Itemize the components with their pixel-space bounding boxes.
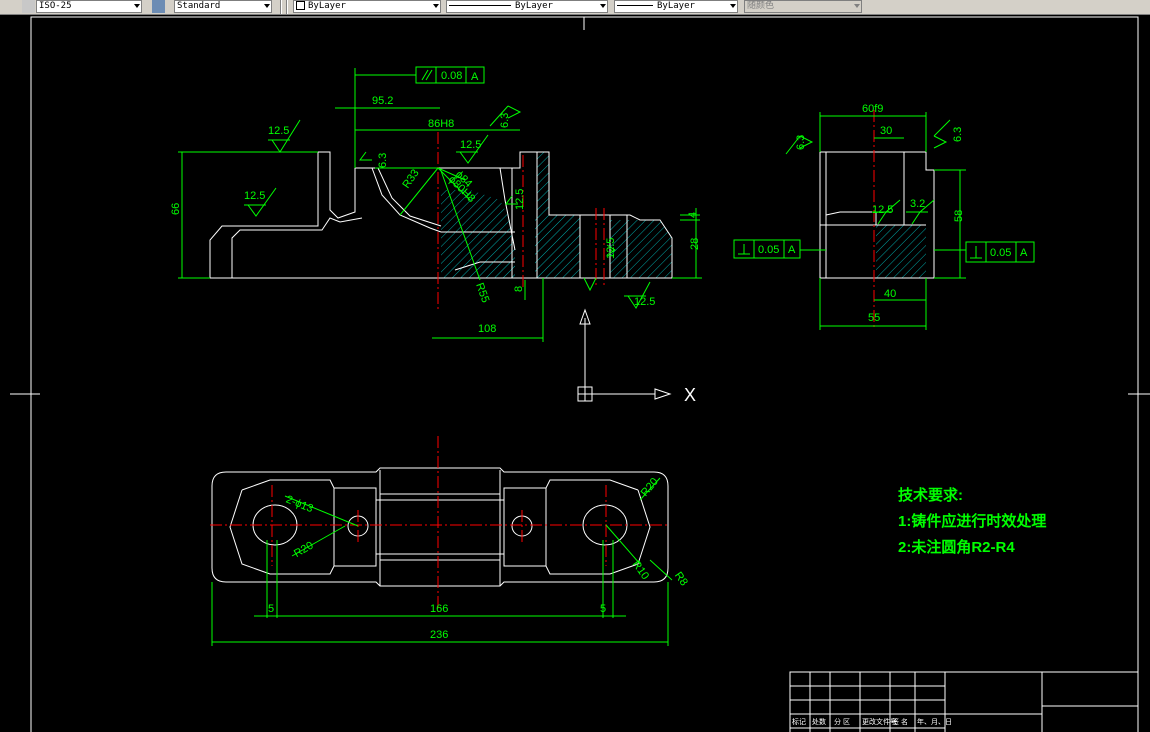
notes-title: 技术要求: <box>898 486 963 504</box>
dim-30-label: 30 <box>880 125 892 137</box>
r8-label: R8 <box>672 570 690 588</box>
title-block: 标记 处数 分 区 更改文件号 签 名 年、月、日 <box>789 671 1139 732</box>
roughness-label: 3.2 <box>910 198 925 210</box>
parallel-tolerance-value: 0.08 <box>441 70 462 82</box>
front-dimension-lines <box>178 68 702 342</box>
chevron-down-icon <box>264 4 270 8</box>
front-centerlines <box>437 132 605 310</box>
roughness-label: 12.5 <box>872 204 893 216</box>
drawing-canvas[interactable]: 0.08 A 95.2 86H8 12.5 12.5 12.5 66 28 4 … <box>0 14 1150 732</box>
title-block-header: 年、月、日 <box>917 717 952 726</box>
roughness-label: 12.5 <box>514 189 526 210</box>
r33-label: R33 <box>400 167 421 190</box>
plotstyle-select: 随颜色 <box>744 0 862 13</box>
side-section-hatch <box>876 225 926 278</box>
color-swatch-icon <box>296 1 305 10</box>
dim-86h8-label: 86H8 <box>428 118 454 130</box>
front-section-hatch <box>441 152 672 278</box>
roughness-label: 6.3 <box>499 113 511 128</box>
holes-label: 2-ϕ13 <box>284 494 315 516</box>
title-block-header: 签 名 <box>892 717 908 726</box>
chevron-down-icon <box>134 4 140 8</box>
drawing-frame <box>10 16 1150 732</box>
roughness-label: 12.5 <box>605 238 617 259</box>
dim-95-label: 95.2 <box>372 95 393 107</box>
r55-label: R55 <box>473 281 491 304</box>
linetype-preview-icon <box>449 5 511 6</box>
perpendicular-tolerance-frame-right <box>965 241 1035 263</box>
chevron-down-icon <box>854 4 860 8</box>
color-value: ByLayer <box>308 1 346 11</box>
roughness-label: 12.5 <box>244 190 265 202</box>
roughness-label: 12.5 <box>460 139 481 151</box>
color-select[interactable]: ByLayer <box>293 0 441 13</box>
dim-4-label: 4 <box>687 212 699 218</box>
dim-40-label: 40 <box>884 288 896 300</box>
title-block-header: 更改文件号 <box>862 717 897 726</box>
dim-28-label: 28 <box>689 238 701 250</box>
title-block-header: 分 区 <box>834 717 850 726</box>
dimstyle-icon[interactable] <box>22 0 35 13</box>
parallel-tolerance-frame <box>415 66 485 84</box>
r20-label: R20 <box>639 476 661 499</box>
roughness-label: 6.3 <box>952 127 964 142</box>
dim-108-label: 108 <box>478 323 496 335</box>
chevron-down-icon <box>433 4 439 8</box>
title-block-header: 处数 <box>812 717 826 726</box>
side-dimension-lines <box>785 112 966 330</box>
dim-66-label: 66 <box>170 203 182 215</box>
textstyle-icon[interactable] <box>152 0 165 13</box>
perp-tolerance-value: 0.05 <box>990 247 1011 259</box>
plotstyle-value: 随颜色 <box>747 1 775 11</box>
dim-8-label: 8 <box>513 286 525 292</box>
technical-notes: 技术要求: 1:铸件应进行时效处理 2:未注圆角R2-R4 <box>898 486 1046 556</box>
dim-60f9-label: 60f9 <box>862 103 883 115</box>
perpendicular-tolerance-frame-left <box>733 239 801 259</box>
lineweight-preview-icon <box>617 5 653 6</box>
dim-236-label: 236 <box>430 629 448 641</box>
side-view: 60f9 30 58 40 55 3.2 12.5 6.3 6.3 0.05 A… <box>733 103 1035 330</box>
properties-toolbar: ISO-25 Standard ByLayer ByLayer ByLayer … <box>0 0 1150 15</box>
ucs-icon: X <box>577 308 696 405</box>
dimstyle-select[interactable]: ISO-25 <box>36 0 142 13</box>
top-view: 2-ϕ13 R20 R20 R10 R8 5 5 166 236 <box>210 436 690 646</box>
notes-line-2: 2:未注圆角R2-R4 <box>898 538 1015 556</box>
chevron-down-icon <box>600 4 606 8</box>
perp-datum-label: A <box>1020 247 1028 259</box>
notes-line-1: 1:铸件应进行时效处理 <box>898 512 1046 530</box>
top-dimension-lines <box>211 477 673 646</box>
ucs-x-label: X <box>684 385 696 405</box>
roughness-label: 6.3 <box>795 135 807 150</box>
dimstyle-value: ISO-25 <box>39 1 72 11</box>
title-block-header: 标记 <box>792 717 806 726</box>
r10-label: R10 <box>630 559 651 582</box>
r20-label: R20 <box>292 540 315 560</box>
toolbar-separator <box>280 0 282 14</box>
chevron-down-icon <box>730 4 736 8</box>
roughness-label: 6.3 <box>377 153 389 168</box>
textstyle-value: Standard <box>177 1 221 11</box>
top-outline <box>211 467 669 587</box>
linetype-value: ByLayer <box>515 1 553 11</box>
linetype-select[interactable]: ByLayer <box>446 0 608 13</box>
toolbar-separator <box>286 0 288 14</box>
dim-5-label: 5 <box>600 603 606 615</box>
dim-166-label: 166 <box>430 603 448 615</box>
roughness-label: 12.5 <box>268 125 289 137</box>
dim-58-label: 58 <box>953 210 965 222</box>
perp-datum-label: A <box>788 244 796 256</box>
parallel-datum-label: A <box>471 71 479 83</box>
textstyle-select[interactable]: Standard <box>174 0 272 13</box>
lineweight-value: ByLayer <box>657 1 695 11</box>
lineweight-select[interactable]: ByLayer <box>614 0 738 13</box>
front-view: 0.08 A 95.2 86H8 12.5 12.5 12.5 66 28 4 … <box>170 66 702 342</box>
dim-5-label: 5 <box>268 603 274 615</box>
dim-55-label: 55 <box>868 312 880 324</box>
perp-tolerance-value: 0.05 <box>758 244 779 256</box>
roughness-label: 12.5 <box>634 296 655 308</box>
